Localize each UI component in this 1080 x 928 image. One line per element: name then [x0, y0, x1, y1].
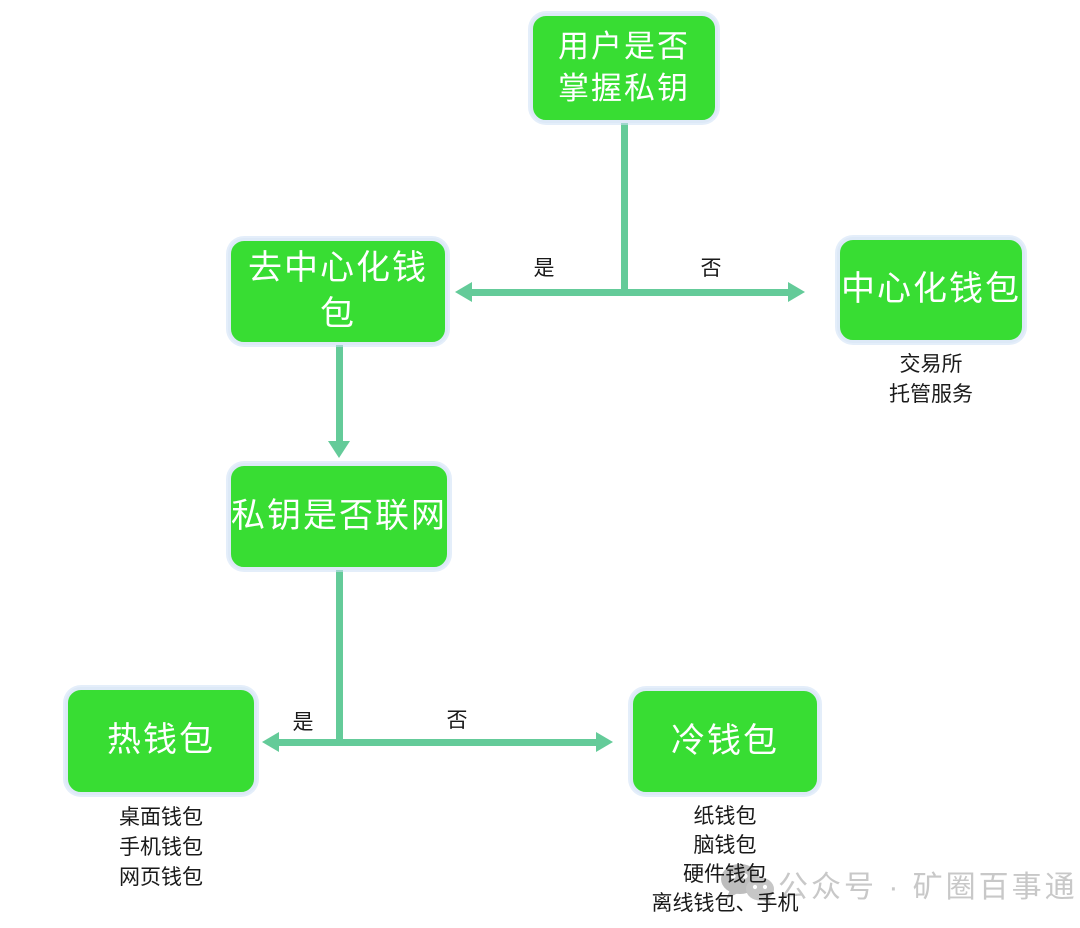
node-decentralized-wallet: 去中心化钱包	[228, 238, 448, 345]
arrowhead-to-centralized	[788, 282, 805, 302]
node-private-key-online-label: 私钥是否联网	[231, 496, 447, 535]
annotation-line: 脑钱包	[693, 834, 757, 857]
annotation-line: 托管服务	[889, 383, 973, 406]
branch2-no-label: 否	[446, 709, 468, 732]
node-user-owns-private-key: 用户是否 掌握私钥	[530, 13, 718, 123]
arrowhead-to-cold-wallet	[596, 732, 613, 752]
connector-key-online-down	[336, 570, 343, 746]
connector-decentralized-down	[336, 345, 343, 443]
annotation-line: 纸钱包	[693, 805, 757, 828]
cold-wallet-examples: 纸钱包 脑钱包 硬件钱包 离线钱包、手机	[600, 802, 850, 918]
node-hot-wallet-label: 热钱包	[107, 721, 215, 760]
watermark-text: 公众号 · 矿圈百事通	[778, 871, 1078, 904]
wechat-bubbles-icon	[721, 864, 774, 905]
watermark: 公众号 · 矿圈百事通	[718, 862, 1078, 906]
connector-branch2-horizontal	[275, 739, 599, 746]
annotation-line: 交易所	[899, 353, 963, 376]
arrowhead-to-hot-wallet	[262, 732, 279, 752]
node-user-owns-private-key-label: 用户是否 掌握私钥	[558, 29, 690, 106]
connector-root-down	[621, 123, 628, 295]
branch1-yes-label: 是	[533, 257, 555, 280]
hot-wallet-examples: 桌面钱包 手机钱包 网页钱包	[65, 803, 257, 893]
arrowhead-to-key-online	[328, 441, 350, 458]
branch2-yes-label: 是	[292, 711, 314, 734]
node-private-key-online: 私钥是否联网	[228, 463, 450, 570]
branch1-no-label: 否	[700, 257, 722, 280]
node-centralized-wallet-label: 中心化钱包	[841, 270, 1021, 309]
connector-branch1-horizontal	[468, 289, 792, 296]
annotation-line: 离线钱包、手机	[651, 892, 799, 915]
node-cold-wallet-label: 冷钱包	[671, 721, 779, 760]
node-centralized-wallet: 中心化钱包	[837, 237, 1025, 343]
node-decentralized-wallet-label: 去中心化钱包	[248, 248, 428, 333]
node-cold-wallet: 冷钱包	[630, 688, 820, 795]
annotation-line: 手机钱包	[119, 836, 203, 859]
annotation-line: 网页钱包	[119, 866, 203, 889]
node-hot-wallet: 热钱包	[65, 687, 257, 795]
arrowhead-to-decentralized	[455, 282, 472, 302]
annotation-line: 桌面钱包	[119, 806, 203, 829]
centralized-wallet-examples: 交易所 托管服务	[837, 350, 1025, 410]
annotation-line: 硬件钱包	[683, 863, 767, 886]
